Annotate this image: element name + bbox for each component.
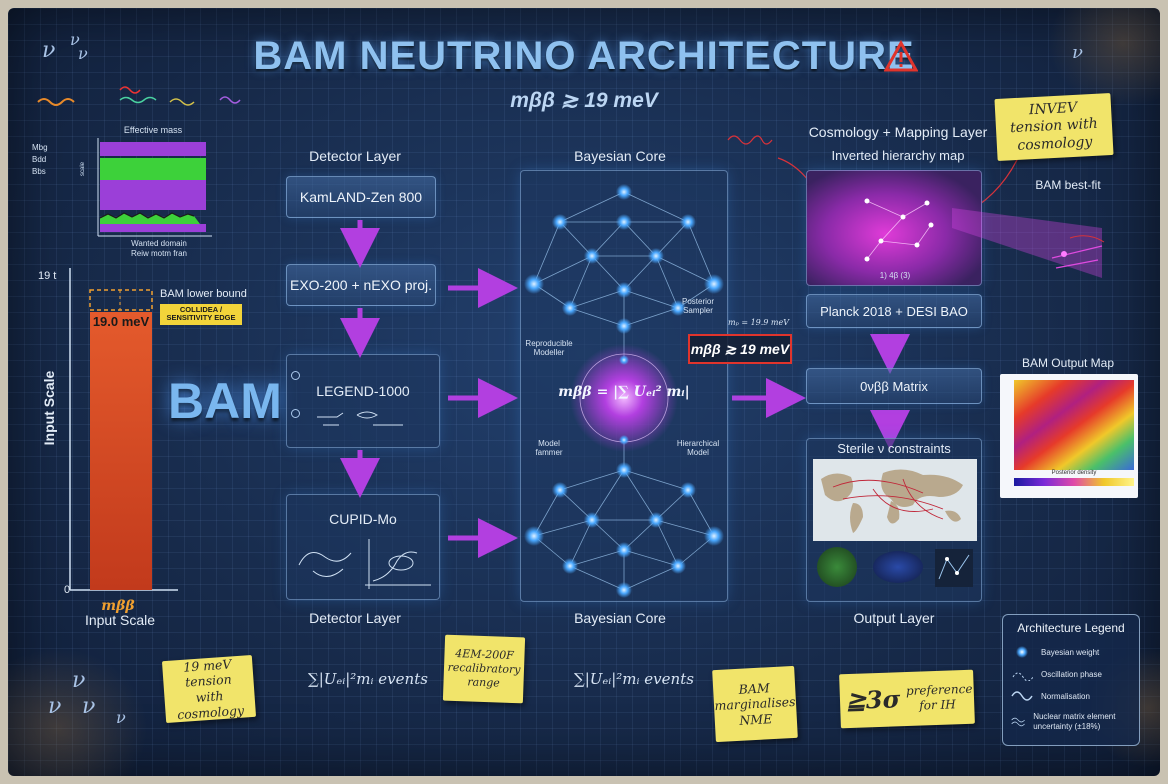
legend-label: Nuclear matrix element uncertainty (±18%…	[1033, 712, 1116, 731]
sum-events-note-2: ∑|Uₑᵢ|²mᵢ events	[574, 670, 694, 688]
core-note-left-2: Model fammer	[535, 439, 563, 457]
detector-box-legend[interactable]: LEGEND-1000	[286, 354, 440, 448]
mini-chart-xlabel: Wanted domain	[131, 239, 187, 248]
blueprint-canvas: BAM NEUTRINO ARCHITECTURE mββ ≳ 19 meV ν…	[8, 8, 1160, 776]
detector-layer-footer: Detector Layer	[309, 610, 401, 626]
globe-icon	[817, 547, 857, 587]
nu-symbol: ν	[70, 30, 80, 49]
connector-dot-icon	[291, 371, 300, 380]
legend-label: Normalisation	[1041, 691, 1090, 701]
mini-chart-side-label: Bbs	[32, 167, 46, 176]
architecture-legend: Architecture Legend Bayesian weight Osci…	[1002, 614, 1140, 746]
dashed-line-icon	[1012, 672, 1033, 681]
sigma-caption: preference for IH	[905, 681, 973, 713]
xaxis-symbol: mββ	[101, 598, 135, 614]
warning-icon	[884, 40, 918, 72]
bam-logo: BAM	[168, 373, 282, 429]
network-map-graph	[938, 554, 970, 580]
legend-label: Oscillation phase	[1041, 669, 1102, 679]
core-note-right: Posterior Sampler	[681, 297, 714, 315]
legend-row: Nuclear matrix element uncertainty (±18%…	[1011, 707, 1131, 737]
detector-box-label: CUPID-Mo	[329, 511, 397, 527]
sticky-note-tension-top: INVEV tension with cosmology	[994, 93, 1114, 161]
bar-bound-label: BAM lower bound	[160, 288, 247, 300]
nu-symbol: ν	[116, 708, 126, 727]
core-note-right-2: Hierarchical Model	[676, 439, 720, 457]
sterile-constraints-panel: Sterile ν constraints	[806, 438, 982, 602]
sigma-value: ≧3σ	[845, 684, 901, 716]
nu-symbol: ν	[78, 44, 88, 63]
detector-box-exo[interactable]: EXO-200 + nEXO proj.	[286, 264, 436, 306]
nu-symbol: ν	[72, 668, 86, 693]
legend-label: Bayesian weight	[1041, 647, 1100, 657]
sticky-note-tension: 19 meV tension with cosmology	[161, 654, 257, 724]
nu-symbol: ν	[42, 38, 56, 63]
legend-title: Architecture Legend	[1017, 621, 1125, 635]
legend-row: Normalisation	[1011, 685, 1131, 707]
bar-zero-tick: 0	[63, 584, 71, 596]
connector-dot-icon	[291, 409, 300, 418]
matrix-box[interactable]: 0νββ Matrix	[806, 368, 982, 404]
colorbar-label: Posterior density	[1051, 470, 1097, 476]
sensitivity-badge: COLLIDEA / SENSITIVITY EDGE	[160, 304, 242, 325]
output-map-panel: Posterior density	[1000, 374, 1138, 498]
detector-box-cupid[interactable]: CUPID-Mo	[286, 494, 440, 600]
sterile-label: Sterile ν constraints	[837, 441, 951, 456]
planck-box[interactable]: Planck 2018 + DESI BAO	[806, 294, 982, 328]
bayesian-core-heading: Bayesian Core	[574, 148, 666, 164]
map-footer: 1) 4β (3)	[879, 271, 911, 281]
legend-row: Oscillation phase	[1011, 663, 1131, 685]
mini-chart-side-label: Bdd	[32, 155, 47, 164]
detector-box-kamland[interactable]: KamLAND-Zen 800	[286, 176, 436, 218]
page-subtitle: mββ ≳ 19 meV	[510, 89, 658, 112]
map-label: Inverted hierarchy map	[831, 148, 965, 163]
sum-events-note: ∑|Uₑᵢ|²mᵢ events	[308, 670, 428, 688]
wave-icon	[1011, 691, 1033, 701]
detector-sketch-icon	[317, 411, 403, 426]
world-map-shapes	[821, 469, 963, 533]
legend-row: Bayesian weight	[1011, 641, 1131, 663]
svg-text:scale: scale	[80, 161, 86, 176]
sticky-note-nme: BAM marginalises NME	[712, 665, 798, 743]
xaxis-label: Input Scale	[84, 612, 156, 628]
sticky-note-calibration: 4EM-200F recalibratory range	[442, 634, 526, 704]
detector-box-label: LEGEND-1000	[316, 383, 410, 399]
world-map	[813, 459, 977, 541]
scribble-decoration	[37, 86, 241, 106]
mini-chart-title: Effective mass	[123, 125, 183, 135]
output-layer-footer: Output Layer	[853, 610, 935, 626]
input-scale-bar-chart	[69, 268, 178, 591]
bayesian-node-icon	[1016, 646, 1028, 658]
core-highlight-box: mββ ≳ 19 meV	[688, 334, 792, 364]
double-wave-icon	[1011, 717, 1025, 727]
core-formula: mββ = |∑ Uₑᵢ² mᵢ|	[558, 384, 690, 400]
bar-value-label: 19.0 meV	[92, 314, 150, 329]
bayesian-core-footer: Bayesian Core	[574, 610, 666, 626]
best-fit-label: BAM best-fit	[1035, 178, 1101, 192]
output-heatmap	[1014, 380, 1134, 470]
projection-beam	[952, 208, 1105, 278]
nu-symbol: ν	[82, 694, 96, 719]
core-annotation: mₚ = 19.9 meV	[728, 318, 790, 327]
sticky-note-sigma: ≧3σ preference for IH	[839, 669, 975, 729]
nu-symbol: ν	[1072, 42, 1083, 63]
nu-symbol: ν	[48, 694, 62, 719]
cosmology-layer-heading: Cosmology + Mapping Layer	[808, 124, 988, 140]
page-title: BAM NEUTRINO ARCHITECTURE	[253, 34, 915, 78]
heatmap-colorbar	[1014, 478, 1134, 486]
bayesian-network	[524, 184, 724, 598]
detector-layer-heading: Detector Layer	[309, 148, 401, 164]
mini-chart-xlabel: Reiw motm fran	[130, 249, 187, 258]
inverted-hierarchy-map: 1) 4β (3)	[806, 170, 982, 286]
hierarchy-map-graph	[864, 198, 934, 262]
network-map-icon	[935, 549, 973, 587]
core-note-left: Reproducible Modeller	[525, 339, 573, 357]
globe-icon	[873, 551, 923, 583]
mini-chart: scale	[80, 138, 212, 237]
cupid-sketch-icon	[298, 539, 431, 589]
output-map-title: BAM Output Map	[1021, 356, 1115, 370]
yaxis-label: Input Scale	[41, 370, 57, 446]
mini-chart-side-label: Mbg	[32, 143, 48, 152]
bar-top-tick: 19 t	[38, 270, 57, 282]
